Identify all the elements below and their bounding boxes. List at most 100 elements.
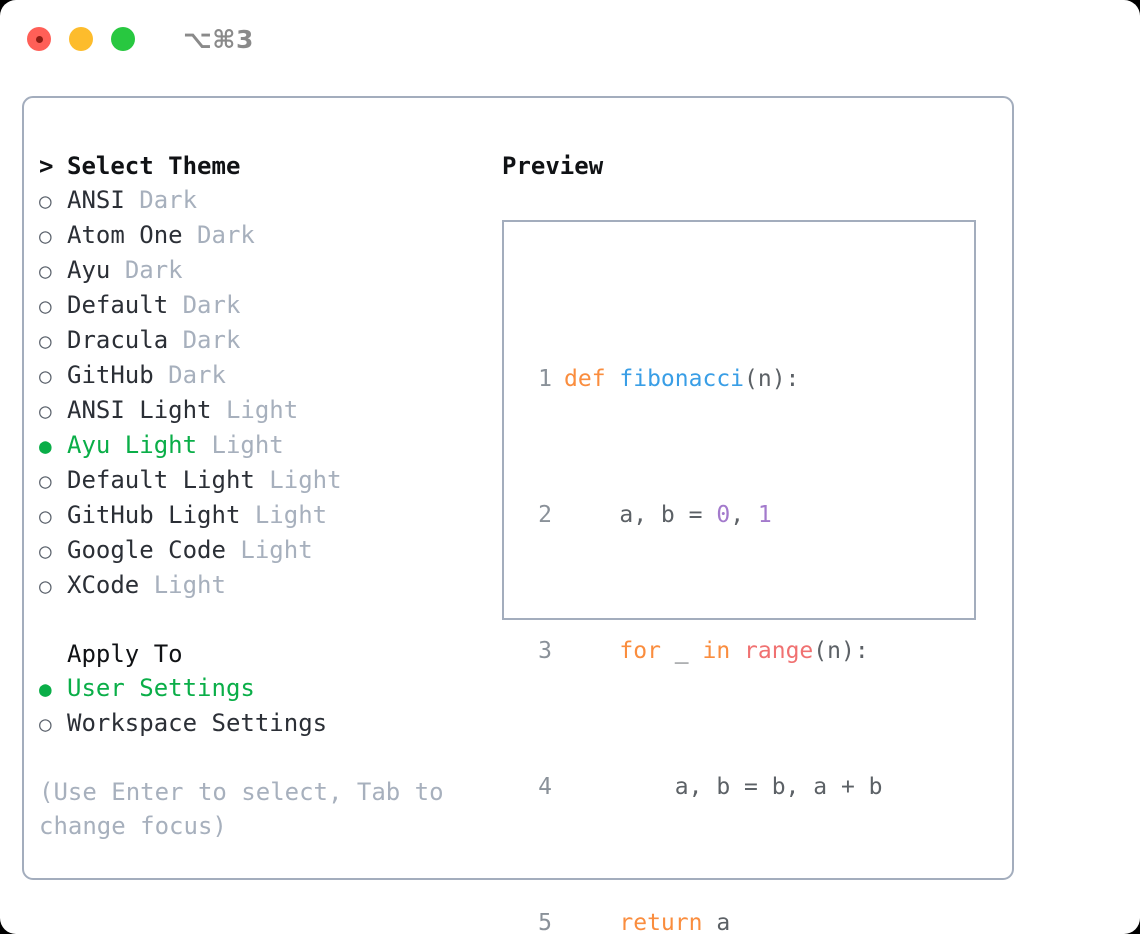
token-function: fibonacci bbox=[619, 366, 745, 392]
radio-icon: ○ bbox=[39, 539, 52, 563]
theme-option-label: GitHub bbox=[67, 361, 154, 389]
theme-option[interactable]: ○ Google Code Light bbox=[39, 533, 489, 568]
keyboard-shortcut-label: ⌥⌘3 bbox=[183, 24, 254, 54]
selection-column: > Select Theme ○ ANSI Dark ○ Atom One Da… bbox=[39, 149, 489, 843]
theme-option-badge: Dark bbox=[182, 326, 241, 354]
line-number: 2 bbox=[538, 502, 552, 528]
radio-icon: ○ bbox=[39, 504, 52, 528]
apply-to-option-list: ● User Settings ○ Workspace Settings bbox=[39, 671, 489, 741]
theme-option[interactable]: ○ XCode Light bbox=[39, 568, 489, 603]
theme-option-badge: Light bbox=[211, 431, 284, 459]
theme-option-label: Default bbox=[67, 291, 169, 319]
select-theme-title: Select Theme bbox=[67, 152, 241, 180]
preview-column: Preview 1 def fibonacci(n): 2 a, b = 0, … bbox=[502, 149, 1002, 934]
theme-option-badge: Light bbox=[153, 571, 226, 599]
radio-icon-selected: ● bbox=[39, 677, 52, 701]
theme-option-badge: Light bbox=[240, 536, 313, 564]
code-line: 3 for _ in range(n): bbox=[518, 634, 974, 668]
theme-option-label: Ayu Light bbox=[67, 431, 198, 459]
token-keyword: for bbox=[619, 638, 661, 664]
theme-option-label: Google Code bbox=[67, 536, 226, 564]
line-number: 5 bbox=[538, 910, 552, 934]
radio-icon: ○ bbox=[39, 574, 52, 598]
theme-option[interactable]: ○ GitHub Dark bbox=[39, 358, 489, 393]
theme-option-badge: Light bbox=[225, 396, 299, 424]
radio-icon: ○ bbox=[39, 294, 52, 318]
token-number: 1 bbox=[757, 502, 772, 528]
token-number: 0 bbox=[716, 502, 731, 528]
token-keyword: def bbox=[564, 366, 620, 392]
radio-icon: ○ bbox=[39, 469, 52, 493]
apply-to-heading: Apply To bbox=[39, 637, 489, 671]
code-line: 5 return a bbox=[518, 906, 974, 934]
theme-option[interactable]: ○ ANSI Dark bbox=[39, 183, 489, 218]
code-line: 4 a, b = b, a + b bbox=[518, 770, 974, 804]
radio-icon: ○ bbox=[39, 329, 52, 353]
token-variable: a, b = bbox=[564, 502, 717, 528]
theme-option-list: ○ ANSI Dark ○ Atom One Dark ○ Ayu Dark bbox=[39, 183, 489, 603]
code-line-content: def fibonacci(n): bbox=[552, 362, 799, 396]
theme-picker-card: > Select Theme ○ ANSI Dark ○ Atom One Da… bbox=[22, 96, 1014, 934]
line-number: 1 bbox=[538, 366, 552, 392]
theme-option-label: ANSI Light bbox=[67, 396, 212, 424]
code-sample: 1 def fibonacci(n): 2 a, b = 0, 1 3 for … bbox=[504, 222, 974, 934]
apply-to-section: Apply To ● User Settings ○ Workspace Set… bbox=[39, 637, 489, 741]
theme-option[interactable]: ○ ANSI Light Light bbox=[39, 393, 489, 428]
theme-option-badge: Dark bbox=[197, 221, 255, 249]
radio-icon: ○ bbox=[39, 189, 52, 213]
line-number: 4 bbox=[538, 774, 552, 800]
token-indent bbox=[564, 638, 619, 664]
zoom-button[interactable] bbox=[111, 27, 135, 51]
theme-option-label: Dracula bbox=[67, 326, 169, 354]
theme-option-label: ANSI bbox=[67, 186, 125, 214]
code-line: 1 def fibonacci(n): bbox=[518, 362, 974, 396]
theme-option[interactable]: ○ Default Light Light bbox=[39, 463, 489, 498]
apply-option-label: Workspace Settings bbox=[67, 709, 328, 737]
theme-option[interactable]: ○ GitHub Light Light bbox=[39, 498, 489, 533]
token-punctuation: (n): bbox=[744, 366, 800, 392]
token-punctuation: , bbox=[730, 502, 758, 528]
theme-option[interactable]: ○ Dracula Dark bbox=[39, 323, 489, 358]
token-punctuation: (n): bbox=[813, 638, 869, 664]
apply-option-workspace-settings[interactable]: ○ Workspace Settings bbox=[39, 706, 489, 741]
preview-heading: Preview bbox=[502, 152, 604, 180]
theme-option[interactable]: ○ Atom One Dark bbox=[39, 218, 489, 253]
code-line-content: for _ in range(n): bbox=[552, 634, 869, 668]
token-variable: a, b = b, a + b bbox=[564, 774, 883, 800]
theme-option-label: XCode bbox=[67, 571, 140, 599]
window-controls bbox=[27, 27, 135, 51]
code-line-content: return a bbox=[552, 906, 730, 934]
focus-marker-icon: > bbox=[39, 152, 54, 180]
radio-icon-selected: ● bbox=[39, 434, 52, 458]
theme-option-label: Ayu bbox=[67, 256, 111, 284]
radio-icon: ○ bbox=[39, 259, 52, 283]
theme-option[interactable]: ○ Default Dark bbox=[39, 288, 489, 323]
theme-option-label: Atom One bbox=[67, 221, 183, 249]
theme-option-badge: Dark bbox=[139, 186, 198, 214]
focus-marker-icon bbox=[39, 637, 67, 671]
theme-option-badge: Light bbox=[254, 501, 328, 529]
theme-option-badge: Dark bbox=[182, 291, 241, 319]
token-keyword: return bbox=[619, 910, 703, 934]
close-button[interactable] bbox=[27, 27, 51, 51]
code-line: 2 a, b = 0, 1 bbox=[518, 498, 974, 532]
line-number: 3 bbox=[538, 638, 552, 664]
preview-panel: 1 def fibonacci(n): 2 a, b = 0, 1 3 for … bbox=[502, 220, 976, 934]
token-variable: a bbox=[702, 910, 731, 934]
theme-option-label: GitHub Light bbox=[67, 501, 241, 529]
apply-to-title: Apply To bbox=[67, 640, 183, 668]
select-theme-heading: > Select Theme bbox=[39, 149, 489, 183]
theme-option-selected[interactable]: ● Ayu Light Light bbox=[39, 428, 489, 463]
code-line-content: a, b = b, a + b bbox=[552, 770, 883, 804]
radio-icon: ○ bbox=[39, 712, 52, 736]
token-space bbox=[730, 638, 744, 664]
radio-icon: ○ bbox=[39, 224, 52, 248]
theme-option-badge: Dark bbox=[124, 256, 183, 284]
token-indent bbox=[564, 910, 619, 934]
theme-option[interactable]: ○ Ayu Dark bbox=[39, 253, 489, 288]
apply-option-user-settings[interactable]: ● User Settings bbox=[39, 671, 489, 706]
apply-option-label: User Settings bbox=[67, 674, 255, 702]
theme-option-badge: Light bbox=[269, 466, 342, 494]
minimize-button[interactable] bbox=[69, 27, 93, 51]
